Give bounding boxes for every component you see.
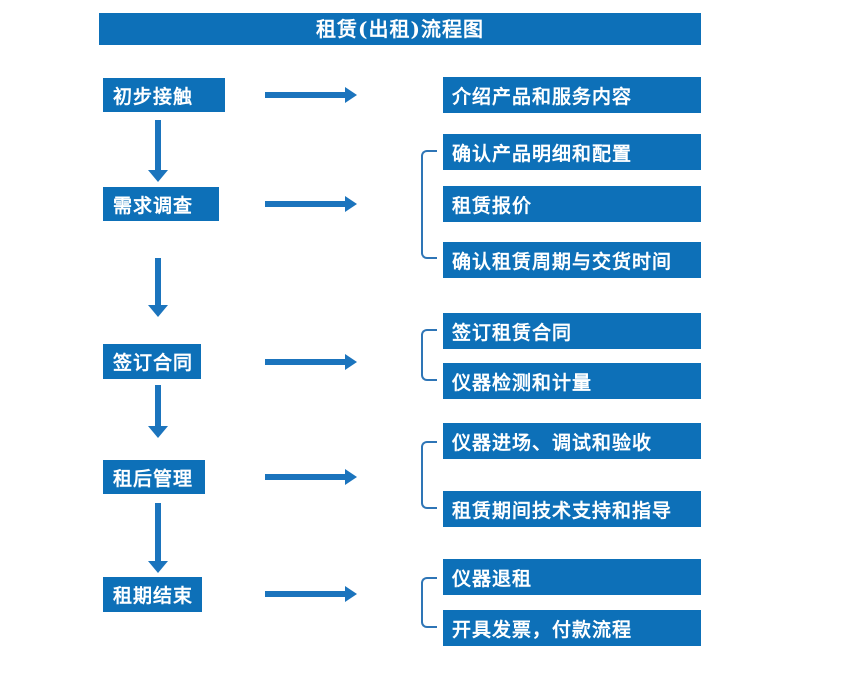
down-arrow-shaft [155, 503, 161, 561]
down-arrow-shaft [155, 258, 161, 305]
down-arrow-icon [148, 305, 168, 317]
right-arrow-icon [345, 586, 357, 602]
output-box: 仪器退租 [443, 559, 701, 595]
output-box: 租赁报价 [443, 186, 701, 222]
right-arrow-shaft [265, 591, 345, 597]
right-arrow-icon [345, 196, 357, 212]
output-box: 仪器检测和计量 [443, 363, 701, 399]
right-arrow-shaft [265, 359, 345, 365]
right-arrow-icon [345, 87, 357, 103]
group-bracket [421, 577, 437, 628]
stage-box-post-rent-mgmt: 租后管理 [103, 460, 205, 494]
down-arrow-icon [148, 561, 168, 573]
down-arrow-icon [148, 426, 168, 438]
right-arrow-icon [345, 469, 357, 485]
output-box: 确认租赁周期与交货时间 [443, 242, 701, 278]
stage-box-lease-end: 租期结束 [103, 577, 202, 612]
stage-box-sign-contract: 签订合同 [103, 344, 201, 379]
down-arrow-icon [148, 170, 168, 182]
output-box: 仪器进场、调试和验收 [443, 423, 701, 459]
down-arrow-shaft [155, 120, 161, 170]
output-box: 确认产品明细和配置 [443, 134, 701, 170]
group-bracket [421, 150, 437, 259]
output-box: 租赁期间技术支持和指导 [443, 491, 701, 527]
stage-box-demand-survey: 需求调查 [103, 187, 219, 221]
right-arrow-icon [345, 354, 357, 370]
down-arrow-shaft [155, 385, 161, 426]
flowchart-title: 租赁(出租)流程图 [99, 13, 701, 45]
output-box: 介绍产品和服务内容 [443, 77, 701, 113]
stage-box-initial-contact: 初步接触 [103, 78, 225, 112]
group-bracket [421, 441, 437, 509]
right-arrow-shaft [265, 92, 345, 98]
group-bracket [421, 329, 437, 381]
right-arrow-shaft [265, 474, 345, 480]
output-box: 开具发票，付款流程 [443, 610, 701, 646]
output-box: 签订租赁合同 [443, 313, 701, 349]
right-arrow-shaft [265, 201, 345, 207]
